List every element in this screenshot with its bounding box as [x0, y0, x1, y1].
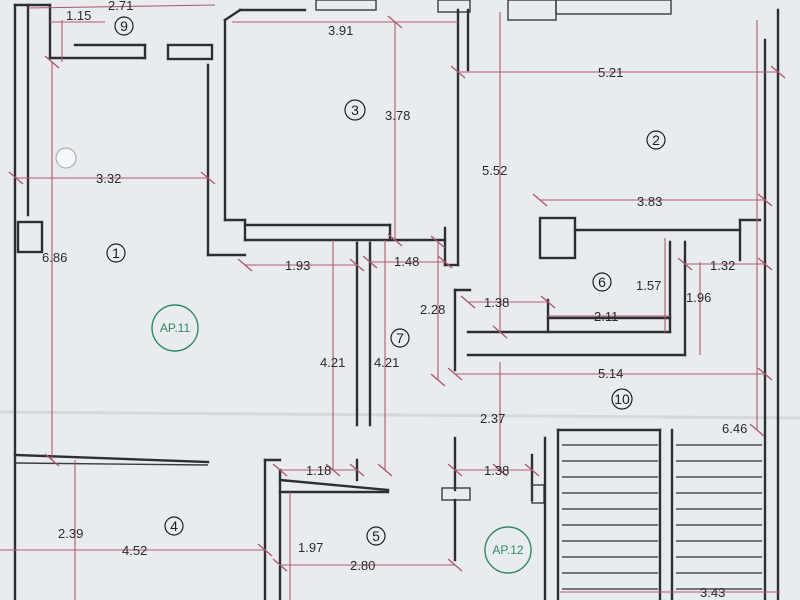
- staircase: [562, 444, 762, 590]
- apartment-12-marker: AP.12: [484, 526, 532, 574]
- room-labels: 1 2 3 4 5 6 7 9: [106, 16, 666, 546]
- room-5-marker: 5: [366, 526, 386, 546]
- dim-label: 2.39: [58, 526, 83, 541]
- dim-label: 1.48: [394, 254, 419, 269]
- dim-label: 1.18: [306, 463, 331, 478]
- dim-label: 1.97: [298, 540, 323, 555]
- dim-label: 3.43: [700, 585, 725, 600]
- dim-label: 6.46: [722, 421, 747, 436]
- apartment-12-label: AP.12: [492, 543, 523, 557]
- light-fixture-icon: [55, 147, 77, 169]
- dim-label: 4.52: [122, 543, 147, 558]
- room-2-label: 2: [652, 132, 660, 148]
- dim-label: 3.78: [385, 108, 410, 123]
- dim-label: 5.21: [598, 65, 623, 80]
- dim-label: 1.15: [66, 8, 91, 23]
- dim-label: 2.37: [480, 411, 505, 426]
- dimension-lines: [0, 4, 780, 600]
- dim-label: 2.71: [108, 0, 133, 13]
- dim-label: 5.52: [482, 163, 507, 178]
- dim-label: 6.86: [42, 250, 67, 265]
- dim-label: 2.80: [350, 558, 375, 573]
- room-5-label: 5: [372, 528, 380, 544]
- dim-label: 1.32: [710, 258, 735, 273]
- room-9-label: 9: [120, 18, 128, 34]
- dim-label: 4.21: [374, 355, 399, 370]
- room-10-marker: 10: [611, 388, 633, 410]
- dim-label: 3.91: [328, 23, 353, 38]
- room-1-label: 1: [112, 245, 120, 261]
- room-4-label: 4: [170, 518, 178, 534]
- room-9-marker: 9: [114, 16, 134, 36]
- paper-fold: [0, 410, 800, 420]
- dim-label: 1.57: [636, 278, 661, 293]
- dim-label: 4.21: [320, 355, 345, 370]
- room-7-marker: 7: [390, 328, 410, 348]
- apartment-11-marker: AP.11: [151, 304, 199, 352]
- room-3-marker: 3: [344, 99, 366, 121]
- room-4-marker: 4: [164, 516, 184, 536]
- dim-label: 1.38: [484, 463, 509, 478]
- apartment-11-label: AP.11: [160, 321, 191, 335]
- dim-label: 5.14: [598, 366, 623, 381]
- dim-label: 1.38: [484, 295, 509, 310]
- dim-label: 3.32: [96, 171, 121, 186]
- dim-label: 2.11: [594, 309, 618, 324]
- room-7-label: 7: [396, 330, 404, 346]
- room-10-label: 10: [614, 391, 630, 407]
- dim-label: 2.28: [420, 302, 445, 317]
- dim-label: 1.93: [285, 258, 310, 273]
- room-6-marker: 6: [592, 272, 612, 292]
- walls: [13, 0, 780, 600]
- room-2-marker: 2: [646, 130, 666, 150]
- dimension-labels: 2.71 1.15 3.91 5.21 3.78 3.32 5.52 3.83 …: [42, 0, 747, 600]
- room-3-label: 3: [351, 102, 359, 118]
- dim-label: 1.96: [686, 290, 711, 305]
- room-1-marker: 1: [106, 243, 126, 263]
- room-6-label: 6: [598, 274, 606, 290]
- dimension-ticks: [8, 15, 786, 572]
- dim-label: 3.83: [637, 194, 662, 209]
